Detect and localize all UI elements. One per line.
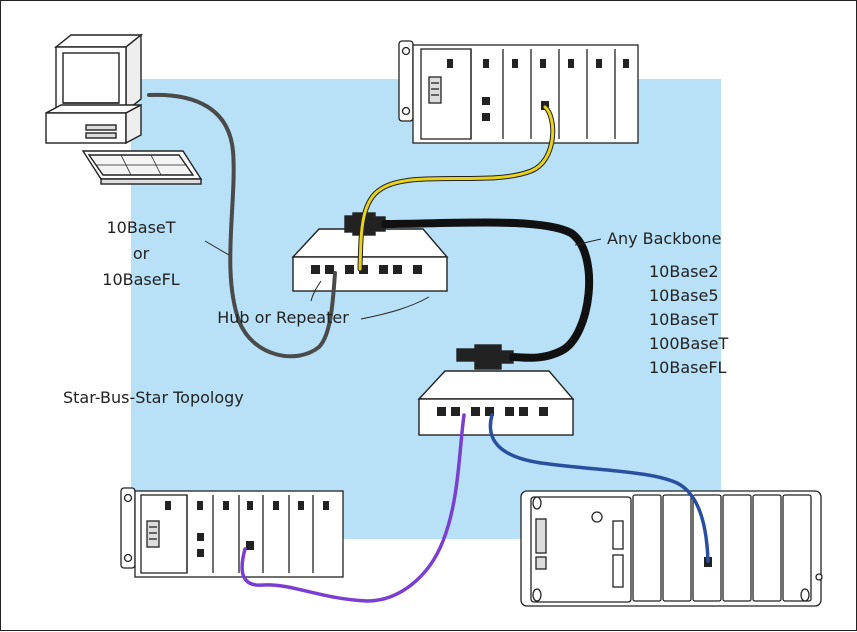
backbone-type-10basefl: 10BaseFL <box>649 358 727 377</box>
topology-label: Star-Bus-Star Topology <box>63 388 244 407</box>
leader-backbone <box>574 238 602 246</box>
cable-backbone <box>381 218 594 362</box>
link-type-label-2: or <box>133 244 150 263</box>
plc-rack-bottom-left <box>120 487 344 578</box>
hub-label: Hub or Repeater <box>217 308 349 327</box>
backbone-type-100baset: 100BaseT <box>649 334 729 353</box>
cable-computer-to-hub <box>147 92 337 359</box>
hub-lower <box>417 344 575 436</box>
leader-hub-right <box>360 296 430 320</box>
leader-link-type <box>204 240 230 256</box>
cable-purple <box>240 413 466 603</box>
backbone-label: Any Backbone <box>607 229 721 248</box>
backbone-type-10baset: 10BaseT <box>649 310 718 329</box>
link-type-label-1: 10BaseT <box>106 218 175 237</box>
plc-rack-bottom-right <box>520 490 823 607</box>
plc-rack-top <box>398 40 639 144</box>
backbone-type-10base5: 10Base5 <box>649 286 719 305</box>
background-panel <box>131 79 721 539</box>
backbone-type-10base2: 10Base2 <box>649 262 719 281</box>
link-type-label-3: 10BaseFL <box>102 270 180 289</box>
leader-hub-left <box>310 280 322 302</box>
computer-icon <box>45 33 203 185</box>
cable-blue <box>488 413 710 563</box>
